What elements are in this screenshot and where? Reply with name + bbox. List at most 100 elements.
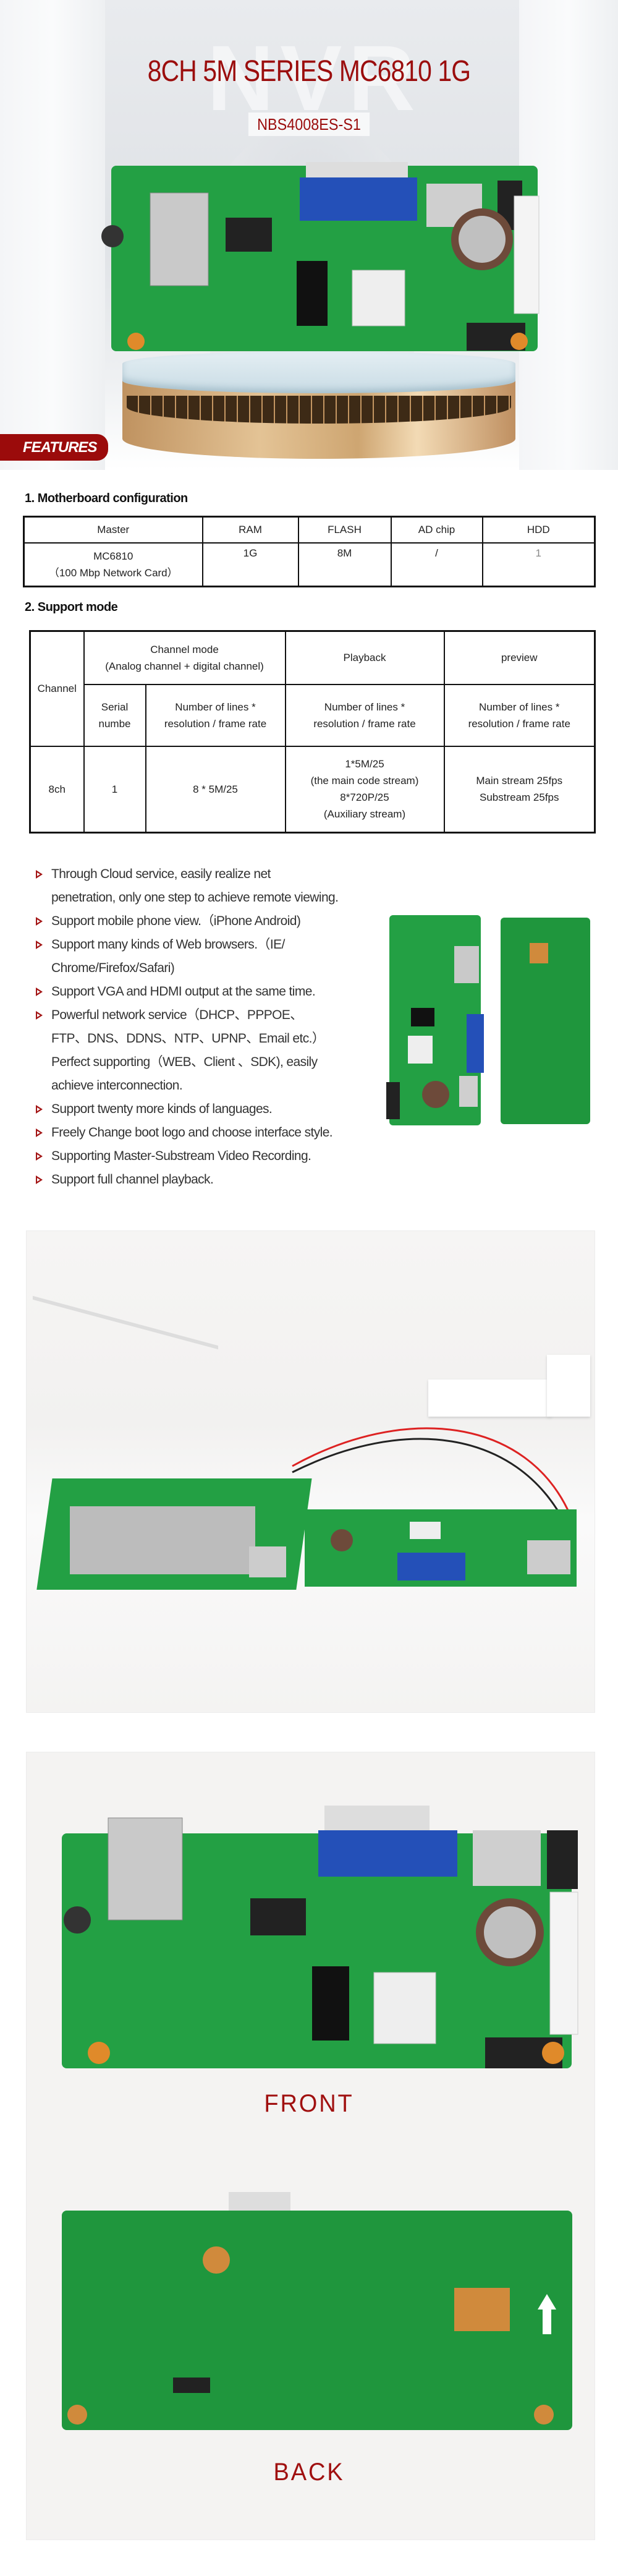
back-caption: BACK — [273, 2459, 345, 2486]
feature-item: Freely Change boot logo and choose inter… — [33, 1121, 392, 1145]
header-playback: Playback — [284, 630, 445, 685]
heatsink — [352, 270, 405, 326]
pad — [454, 2288, 510, 2331]
resolution-label: resolution / frame rate — [313, 717, 416, 730]
lines-label: Number of lines * — [479, 701, 560, 713]
playback-line: (Auxiliary stream) — [323, 808, 406, 821]
arrow-icon — [36, 917, 43, 926]
mount-hole — [542, 2042, 564, 2064]
cell-mode: 8 * 5M/25 — [145, 745, 286, 834]
shelf — [547, 1355, 590, 1417]
features-tab: FEATURES — [0, 434, 108, 461]
master-note: （100 Mbp Network Card） — [48, 566, 178, 579]
mount-hole — [67, 2405, 87, 2425]
pcb-back — [501, 918, 590, 1124]
header-ad-chip: AD chip — [390, 516, 483, 544]
shelf — [33, 1295, 218, 1350]
feature-text: Support full channel playback. — [51, 1172, 214, 1187]
resolution-label: resolution / frame rate — [468, 717, 570, 730]
rj45-port — [249, 1546, 286, 1577]
preview-line: Main stream 25fps — [476, 775, 563, 787]
usb-port — [454, 946, 479, 983]
serial-label: Serial — [101, 701, 129, 713]
usb-port — [150, 192, 209, 286]
cell-playback: 1*5M/25 (the main code stream) 8*720P/25… — [284, 745, 445, 834]
feature-item: Support many kinds of Web browsers.（IE/C… — [33, 933, 392, 980]
feature-text: achieve interconnection. — [51, 1078, 183, 1093]
cable-black — [292, 1438, 565, 1522]
vga-port — [397, 1553, 465, 1580]
network-chip — [250, 1898, 306, 1935]
vga-shell — [229, 2192, 290, 2211]
battery-cell — [459, 216, 506, 263]
motherboard-table: Master RAM FLASH AD chip HDD MC6810（100 … — [23, 516, 596, 587]
arrow-icon — [36, 1105, 43, 1114]
front-caption: FRONT — [264, 2090, 354, 2117]
channel-mode-label: Channel mode — [150, 643, 219, 655]
arrow-icon — [36, 1175, 43, 1184]
arrow-icon — [36, 940, 43, 949]
header-channel: Channel — [29, 630, 85, 747]
feature-item: Support twenty more kinds of languages. — [33, 1098, 392, 1121]
arrow-icon — [36, 1011, 43, 1020]
cell-ram: 1G — [201, 542, 299, 587]
page-title: 8CH 5M SERIES MC6810 1G — [147, 55, 471, 88]
heatsink — [373, 1972, 436, 2044]
header-preview: preview — [443, 630, 596, 685]
battery-holder — [331, 1529, 353, 1551]
cable-red — [292, 1427, 572, 1516]
serial-label-2: numbe — [98, 717, 131, 730]
preview-line: Substream 25fps — [479, 791, 559, 804]
board-front-image — [101, 162, 540, 351]
cell-hdd: 1 — [481, 542, 596, 587]
header-preview-lines: Number of lines * resolution / frame rate — [443, 683, 596, 747]
rj45-shield — [70, 1506, 255, 1574]
header-channel-mode: Channel mode (Analog channel + digital ch… — [83, 630, 286, 685]
heatsink — [408, 1036, 433, 1064]
playback-line: 8*720P/25 — [340, 791, 389, 804]
cell-preview: Main stream 25fps Substream 25fps — [443, 745, 596, 834]
sata-port — [386, 1082, 400, 1119]
connector — [514, 195, 540, 314]
cell-flash: 8M — [297, 542, 392, 587]
feature-text: Support many kinds of Web browsers.（IE/ — [51, 937, 285, 952]
background-pillar — [0, 0, 105, 470]
battery-cell — [484, 1906, 536, 1958]
header-playback-lines: Number of lines *resolution / frame rate — [284, 683, 445, 747]
lines-label: Number of lines * — [175, 701, 256, 713]
memory-chip — [411, 1008, 434, 1026]
cell-ad-chip: / — [390, 542, 483, 587]
scene-photo — [26, 1230, 595, 1713]
vga-port — [300, 177, 417, 221]
arrow-icon — [36, 1152, 43, 1161]
vga-port — [318, 1830, 457, 1877]
feature-text: Freely Change boot logo and choose inter… — [51, 1125, 333, 1140]
heatsink — [410, 1522, 441, 1539]
board-front-image — [62, 1806, 578, 2068]
section-heading-support: 2. Support mode — [25, 600, 118, 614]
header-hdd: HDD — [481, 516, 596, 544]
playback-line: (the main code stream) — [310, 775, 419, 787]
network-chip — [226, 218, 272, 252]
channel-mode-note: (Analog channel + digital channel) — [105, 660, 264, 672]
feature-item: Through Cloud service, easily realize ne… — [33, 863, 392, 910]
pcb — [62, 2211, 572, 2430]
hdmi-port — [473, 1830, 541, 1886]
feature-text: penetration, only one step to achieve re… — [51, 890, 339, 905]
header-master: Master — [23, 516, 203, 544]
board-back-image — [62, 2192, 572, 2430]
resolution-label: resolution / frame rate — [164, 717, 267, 730]
header-flash: FLASH — [297, 516, 392, 544]
cell-channel: 8ch — [29, 745, 85, 834]
hero-banner: NVR 8CH 5M SERIES MC6810 1G NBS4008ES-S1… — [0, 0, 618, 470]
feature-text: Powerful network service（DHCP、PPPOE、 — [51, 1008, 303, 1022]
memory-chip — [312, 1966, 349, 2041]
arrow-icon — [36, 987, 43, 996]
feature-item: Powerful network service（DHCP、PPPOE、FTP、… — [33, 1004, 392, 1098]
pedestal-top — [122, 351, 515, 393]
feature-text: Supporting Master-Substream Video Record… — [51, 1149, 311, 1163]
connector — [549, 1891, 578, 2035]
board-vertical-images — [386, 915, 590, 1125]
usb-port — [527, 1540, 570, 1574]
feature-text: Chrome/Firefox/Safari) — [51, 961, 175, 975]
